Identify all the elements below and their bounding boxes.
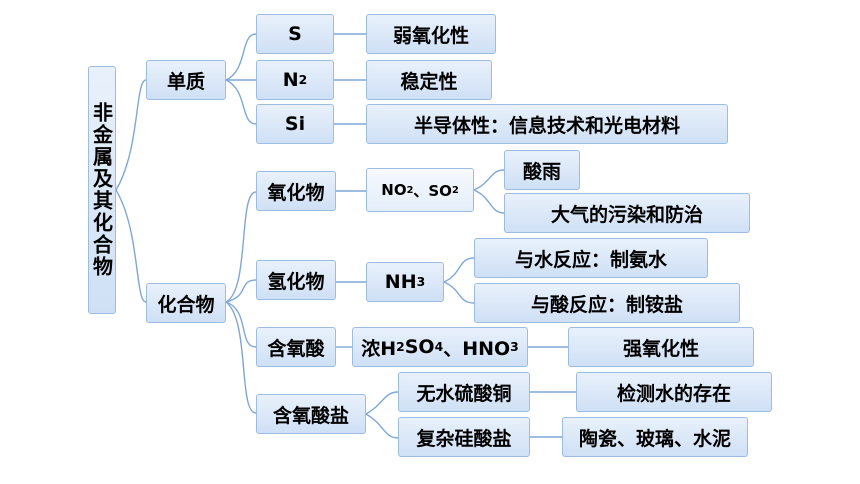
hydride-result-water: 与水反应：制氨水 xyxy=(474,238,708,278)
compound-oxysalt: 含氧酸盐 xyxy=(256,394,366,434)
branch-compounds: 化合物 xyxy=(146,283,226,323)
salt-result-water-detection: 检测水的存在 xyxy=(576,372,772,412)
property-n2: 稳定性 xyxy=(366,60,492,100)
oxide-result-pollution: 大气的污染和防治 xyxy=(504,193,750,233)
root-node: 非金属及其化合物 xyxy=(88,66,116,314)
property-s: 弱氧化性 xyxy=(366,14,496,54)
salt-result-ceramics: 陶瓷、玻璃、水泥 xyxy=(562,417,748,457)
property-si: 半导体性：信息技术和光电材料 xyxy=(366,104,728,144)
oxide-result-acid-rain: 酸雨 xyxy=(504,150,580,190)
element-s: S xyxy=(256,14,334,54)
oxyacid-result-oxidizing: 强氧化性 xyxy=(568,327,754,367)
salt-item-silicate: 复杂硅酸盐 xyxy=(398,417,530,457)
compound-hydride: 氢化物 xyxy=(256,260,336,300)
element-si: Si xyxy=(256,104,334,144)
salt-item-copper-sulfate: 无水硫酸铜 xyxy=(398,372,530,412)
branch-elements: 单质 xyxy=(146,60,226,100)
hydride-result-acid: 与酸反应：制铵盐 xyxy=(474,283,740,323)
compound-oxyacid: 含氧酸 xyxy=(256,327,336,367)
compound-oxide: 氧化物 xyxy=(256,171,336,211)
